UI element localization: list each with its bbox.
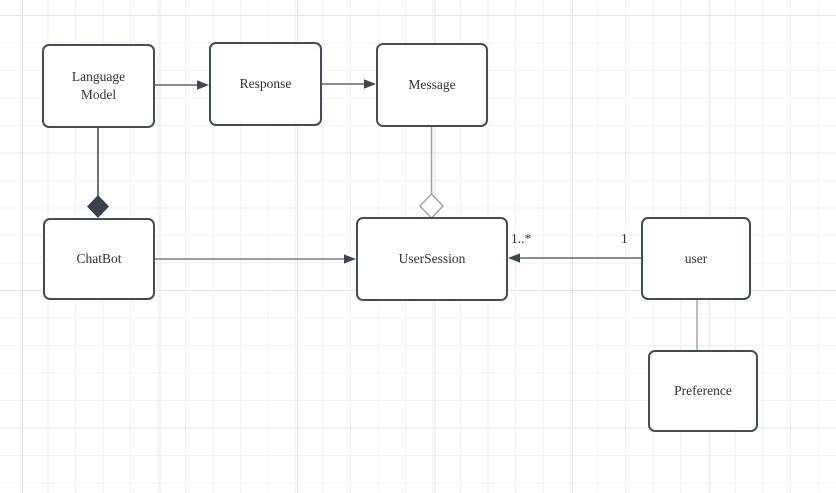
aggregation-diamond-icon xyxy=(419,192,444,220)
edge-language-model-to-response[interactable] xyxy=(155,80,209,90)
node-label: user xyxy=(684,250,708,266)
node-response[interactable]: Response xyxy=(209,42,322,126)
node-user-session[interactable]: UserSession xyxy=(356,217,508,301)
node-preference[interactable]: Preference xyxy=(648,350,758,432)
node-message[interactable]: Message xyxy=(376,43,488,127)
edge-response-to-message[interactable] xyxy=(322,79,376,89)
node-language-model[interactable]: Language Model xyxy=(42,44,155,128)
composition-diamond-icon xyxy=(87,195,109,218)
edge-user-to-user-session[interactable] xyxy=(508,253,641,263)
node-label: ChatBot xyxy=(76,251,122,267)
node-label: UserSession xyxy=(398,251,466,267)
node-label: Preference xyxy=(674,383,732,399)
edge-message-to-user-session[interactable] xyxy=(419,127,444,220)
node-label: Language Model xyxy=(71,69,126,102)
arrowhead-icon xyxy=(344,254,356,264)
arrowhead-icon xyxy=(508,253,520,263)
edge-multiplicity-label-source[interactable]: 1 xyxy=(620,231,629,248)
edge-multiplicity-label-target[interactable]: 1..* xyxy=(510,231,533,248)
edge-language-model-to-chatbot[interactable] xyxy=(87,128,109,218)
arrowhead-icon xyxy=(197,80,209,90)
node-label: Message xyxy=(408,77,456,93)
node-user[interactable]: user xyxy=(641,217,751,300)
edge-chatbot-to-user-session[interactable] xyxy=(155,254,356,264)
node-label: Response xyxy=(239,76,292,92)
arrowhead-icon xyxy=(364,79,376,89)
node-chatbot[interactable]: ChatBot xyxy=(43,218,155,300)
